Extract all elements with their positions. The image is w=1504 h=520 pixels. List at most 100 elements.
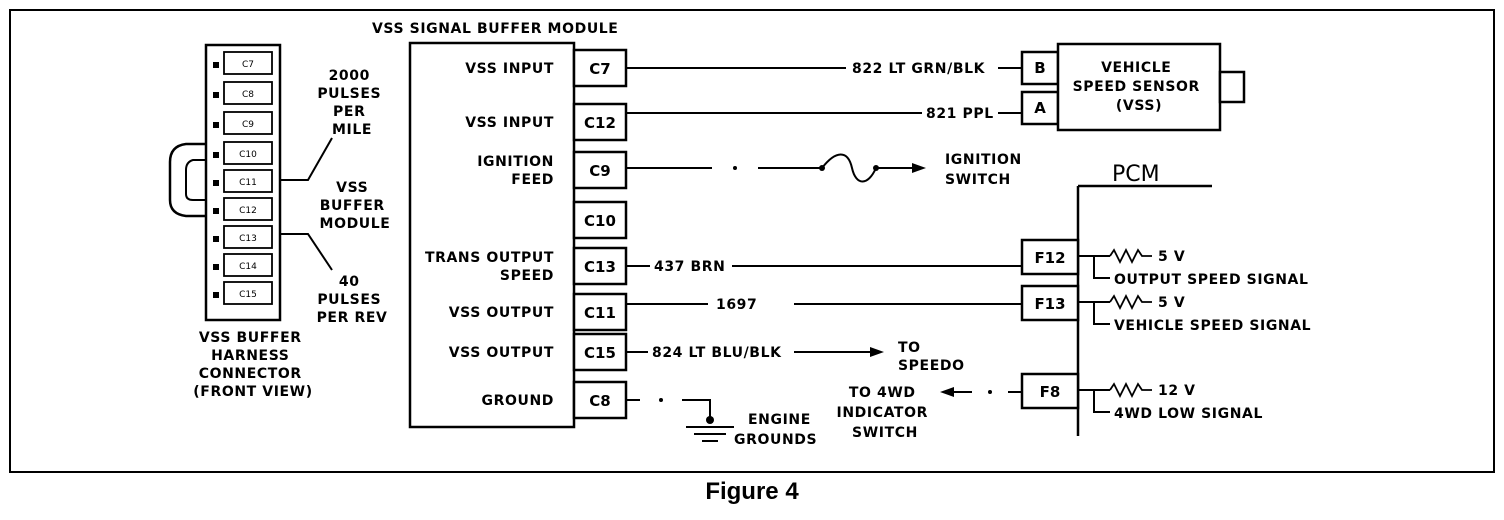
- pulses-per-rev-note: 40 PULSES PER REV: [317, 274, 388, 326]
- connector-cavity: [223, 141, 273, 165]
- module-body: [408, 41, 576, 429]
- module-pin-c15: C15: [584, 344, 616, 362]
- module-pin-box: [572, 332, 628, 372]
- sensor-pin-a: A: [1034, 99, 1046, 117]
- module-pin-c10: C10: [584, 212, 616, 230]
- fuse-symbol: [821, 153, 877, 183]
- pcm-pin-f8: F8: [1040, 383, 1061, 401]
- ignition-switch-line: SWITCH: [945, 172, 1011, 188]
- figure-caption: Figure 4: [705, 478, 799, 505]
- connector-pin-label: C7: [242, 60, 254, 70]
- wire-label-bg: [650, 256, 732, 276]
- pcm-signal-label: 4WD LOW SIGNAL: [1114, 406, 1263, 422]
- speedo-line: TO: [898, 340, 921, 356]
- indicator-line: INDICATOR: [837, 405, 928, 421]
- connector-lock-tab: [168, 142, 206, 218]
- wire-c8-continued: [682, 399, 711, 420]
- module-row-label: FEED: [511, 172, 554, 188]
- pcm-signal-label: VEHICLE SPEED SIGNAL: [1114, 318, 1311, 334]
- arrow-ignition: [912, 163, 926, 173]
- pcm-voltage: 5 V: [1158, 249, 1185, 265]
- wire-break-dot: [733, 166, 737, 170]
- module-pin-c9: C9: [589, 162, 610, 180]
- indicator-label: TO 4WD INDICATOR SWITCH: [837, 385, 934, 441]
- module-row-label: VSS INPUT: [465, 115, 554, 131]
- sensor-pin-b: B: [1034, 59, 1045, 77]
- pointer-line-bottom: [280, 233, 333, 271]
- connector-cavity: [223, 51, 273, 75]
- note-line: MODULE: [320, 216, 391, 232]
- pcm-signal-label: OUTPUT SPEED SIGNAL: [1114, 272, 1309, 288]
- connector-cavity: [223, 169, 273, 193]
- connector-pin-latch: [213, 236, 219, 242]
- connector-pin-latch: [213, 292, 219, 298]
- module-pin-c13: C13: [584, 258, 616, 276]
- pcm-voltage: 12 V: [1158, 383, 1196, 399]
- figure-frame: [9, 9, 1495, 473]
- module-row-label: VSS OUTPUT: [449, 305, 554, 321]
- connector-pin-label: C13: [239, 234, 257, 244]
- splice-dot: [706, 416, 714, 424]
- wire-label-bg: [648, 342, 794, 362]
- connector-pin-label: C8: [242, 90, 254, 100]
- connector-pin-latch: [213, 122, 219, 128]
- connector-pin-latch: [213, 180, 219, 186]
- connector-pin-latch: [213, 92, 219, 98]
- connector-pin-latch: [213, 264, 219, 270]
- wire-label-bg: [846, 58, 998, 78]
- signal-lead: [1093, 390, 1110, 413]
- connector-pin-label: C14: [239, 262, 257, 272]
- connector-cavity: [223, 111, 273, 135]
- note-line: MILE: [332, 122, 372, 138]
- resistor-symbol: [1109, 293, 1152, 311]
- connector-pin-label: C15: [239, 290, 257, 300]
- ignition-switch-line: IGNITION: [945, 152, 1022, 168]
- pointer-line-top: [280, 137, 333, 181]
- wire-break-dot: [659, 398, 663, 402]
- module-pin-box: [572, 48, 628, 88]
- signal-lead: [1093, 302, 1110, 325]
- module-pin-box: [572, 200, 628, 240]
- arrow-speedo: [870, 347, 884, 357]
- wire-label-bg: [708, 294, 794, 314]
- module-row-label: VSS INPUT: [465, 61, 554, 77]
- engine-grounds-line: ENGINE: [748, 412, 811, 428]
- connector-caption-line: VSS BUFFER: [199, 330, 302, 346]
- ignition-switch-label: IGNITION SWITCH: [945, 152, 1027, 188]
- connector-cavity: [223, 281, 273, 305]
- connector-caption-line: HARNESS: [211, 348, 289, 364]
- ground-symbol: [686, 426, 734, 442]
- pcm-title: PCM: [1112, 162, 1160, 187]
- connector-lock-latch: [185, 159, 206, 201]
- pcm-pin-box: [1020, 238, 1080, 276]
- module-pin-c11: C11: [584, 304, 616, 322]
- connector-caption-line: (FRONT VIEW): [193, 384, 312, 400]
- connector-cavity: [223, 81, 273, 105]
- vehicle-speed-sensor: B A VEHICLE SPEED SENSOR (VSS): [1020, 42, 1246, 132]
- module-row-label: GROUND: [482, 393, 554, 409]
- connector-cavity: [223, 253, 273, 277]
- note-line: 40: [339, 274, 360, 290]
- vss-buffer-module-note: VSS BUFFER MODULE: [320, 180, 391, 232]
- connector-caption-line: CONNECTOR: [199, 366, 302, 382]
- wire-label-bg: [922, 103, 998, 123]
- connector-pin-label: C10: [239, 150, 257, 160]
- speedo-label: TO SPEEDO: [898, 340, 965, 374]
- sensor-tip: [1218, 70, 1246, 104]
- note-line: BUFFER: [320, 198, 385, 214]
- pcm-voltage: 5 V: [1158, 295, 1185, 311]
- sensor-label: VEHICLE SPEED SENSOR (VSS): [1073, 60, 1206, 114]
- resistor-symbol: [1109, 247, 1152, 265]
- module-row-label: TRANS OUTPUT: [425, 250, 554, 266]
- connector-pin-latch: [213, 152, 219, 158]
- connector-pin-latch: [213, 62, 219, 68]
- note-line: PER: [333, 104, 365, 120]
- note-line: PULSES: [317, 292, 381, 308]
- pcm-pin-box: [1020, 372, 1080, 410]
- wire-break-dot: [988, 390, 992, 394]
- note-line: PER REV: [317, 310, 388, 326]
- module-pin-box: [572, 292, 628, 332]
- module-pin-box: [572, 102, 628, 142]
